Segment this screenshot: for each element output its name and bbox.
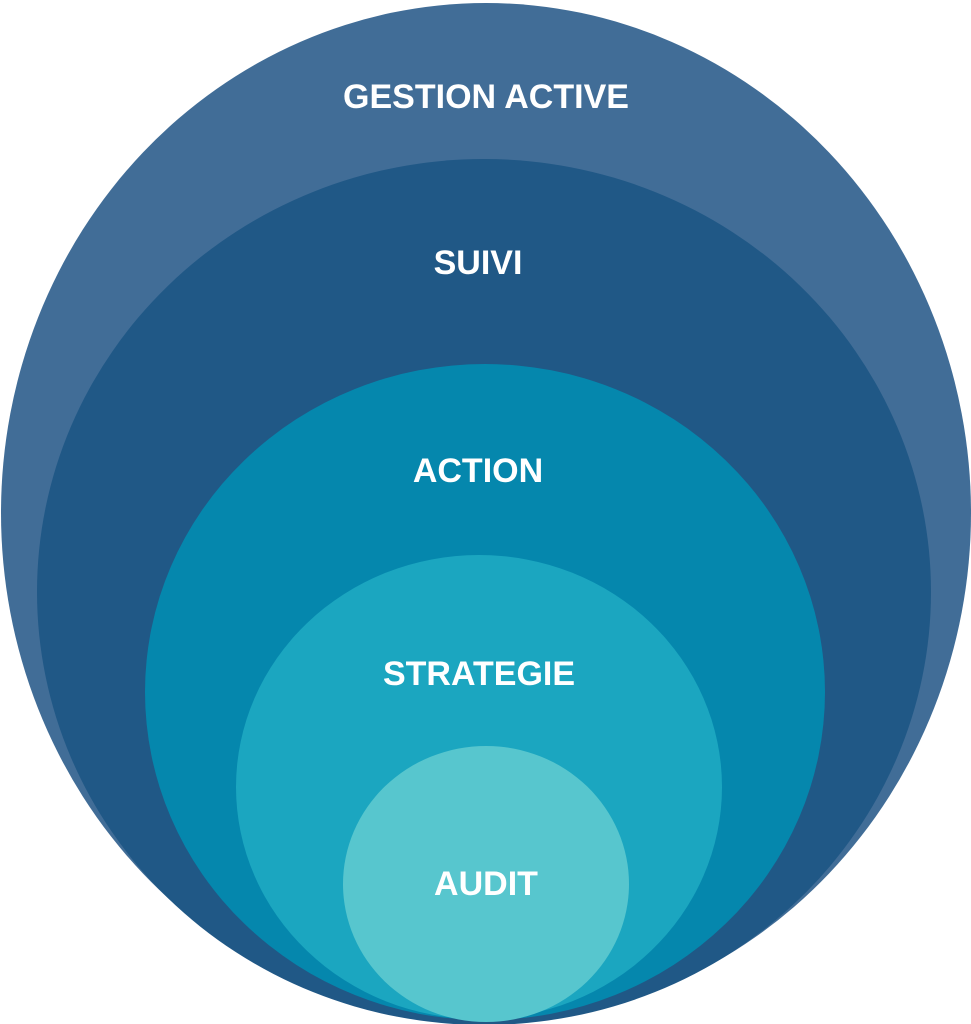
layer-audit-label: AUDIT [434, 865, 538, 903]
layer-audit-shape [343, 746, 629, 1022]
layer-audit: AUDIT [343, 746, 629, 1022]
layer-gestion-active-label: GESTION ACTIVE [343, 78, 629, 116]
layer-suivi-label: SUIVI [434, 244, 523, 282]
layer-action-label: ACTION [413, 452, 543, 490]
layer-strategie-label: STRATEGIE [383, 655, 575, 693]
